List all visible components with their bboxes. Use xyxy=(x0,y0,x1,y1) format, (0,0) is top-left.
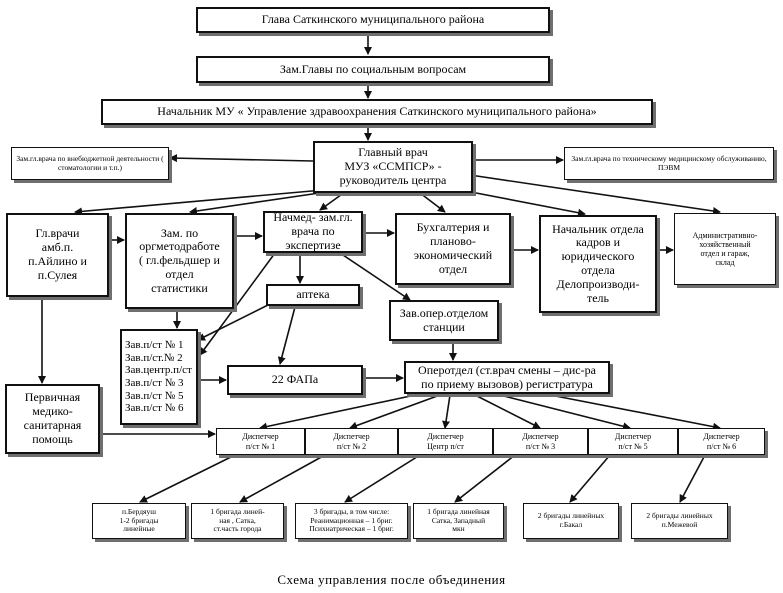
edge-chief-amb xyxy=(74,189,324,216)
edge-disp6-team6 xyxy=(679,454,706,503)
edge-pharmacy-fap xyxy=(277,306,296,365)
dispatcher-substation-6: Диспетчер п/ст № 6 xyxy=(678,428,765,455)
accounting-node: Бухгалтерия и планово- экономический отд… xyxy=(395,213,511,285)
chief-doctor-node: Главный врач МУЗ «ССМПСР» - руководитель… xyxy=(313,141,473,193)
fap-node: 22 ФАПа xyxy=(227,365,363,395)
edge-pharmacy-substations xyxy=(197,304,269,341)
chief-doctors-amb-node: Гл.врачи амб.п. п.Айлино и п.Сулея xyxy=(6,213,109,297)
deputy-tech-node: Зам.гл.врача по техническому медицинском… xyxy=(564,147,774,180)
primary-care-node: Первичная медико- санитарная помощь xyxy=(5,384,100,454)
edge-chief-accounting xyxy=(419,192,446,213)
edge-opdept-disp3 xyxy=(466,388,541,429)
team-satka-west: 1 бригада линейная Сатка, Западный мкн xyxy=(413,503,504,539)
mu-head-node: Начальник МУ « Управление здравоохранени… xyxy=(101,99,653,125)
team-berdyaush: п.Бердяуш 1-2 бригады линейные xyxy=(92,503,186,539)
edge-disp3-team4 xyxy=(454,454,516,503)
dispatcher-substation-3: Диспетчер п/ст № 3 xyxy=(493,428,588,455)
edge-opdept-dispcenter xyxy=(442,387,456,429)
edge-opdept-disp2 xyxy=(349,388,448,430)
deputy-head-node: Зам.Главы по социальным вопросам xyxy=(196,56,550,83)
edge-chief-meddeputy xyxy=(319,191,346,211)
edge-chief-nonbudget xyxy=(169,154,314,163)
edge-opdept-disp5 xyxy=(492,389,631,431)
edge-disp2-team2 xyxy=(239,454,326,503)
team-satka-old: 1 бригада линей- ная , Сатка, ст.часть г… xyxy=(191,503,284,539)
team-central-3: 3 бригады, в том числе: Реанимационная –… xyxy=(295,503,408,539)
edge-disp1-team1 xyxy=(139,454,236,503)
hr-head-node: Начальник отдела кадров и юридического о… xyxy=(539,215,657,313)
deputy-orgmethod-node: Зам. по оргметодработе ( гл.фельдшер и о… xyxy=(125,213,234,309)
pharmacy-node: аптека xyxy=(266,284,360,306)
head-node: Глава Саткинского муниципального района xyxy=(196,7,550,33)
edge-chief-orgmethod xyxy=(189,190,334,215)
med-deputy-expert-node: Начмед- зам.гл. врача по экспертизе xyxy=(263,210,363,253)
edge-opdept-disp6 xyxy=(532,387,721,431)
admin-dept-node: Административно- хозяйственный отдел и г… xyxy=(674,213,776,285)
deputy-nonbudget-node: Зам.гл.врача по внебюджетной деятельност… xyxy=(11,147,169,180)
dispatcher-substation-5: Диспетчер п/ст № 5 xyxy=(588,428,678,455)
op-dept-head-node: Зав.опер.отделом станции xyxy=(389,300,499,341)
edge-chief-admin xyxy=(469,174,721,215)
dispatcher-substation-2: Диспетчер п/ст № 2 xyxy=(305,428,398,455)
team-mezhevoy: 2 бригады линейных п.Межевой xyxy=(631,503,728,539)
substations-node: Зав.п/ст № 1 Зав.п/ст.№ 2 Зав.центр.п/ст… xyxy=(120,329,198,425)
edge-meddeputy-substations xyxy=(199,252,276,356)
op-dept-node: Оперотдел (ст.врач смены – дис-ра по при… xyxy=(404,361,610,394)
dispatcher-central-substation: Диспетчер Центр п/ст xyxy=(398,428,493,455)
diagram-caption: Схема управления после объединения xyxy=(277,572,506,587)
team-bakal: 2 бригады линейных г.Бакал xyxy=(523,503,619,539)
edge-meddeputy-opdepthead xyxy=(339,252,411,301)
edge-dispcenter-team3 xyxy=(344,454,421,503)
edge-disp5-team5 xyxy=(569,454,611,503)
dispatcher-substation-1: Диспетчер п/ст № 1 xyxy=(216,428,305,455)
